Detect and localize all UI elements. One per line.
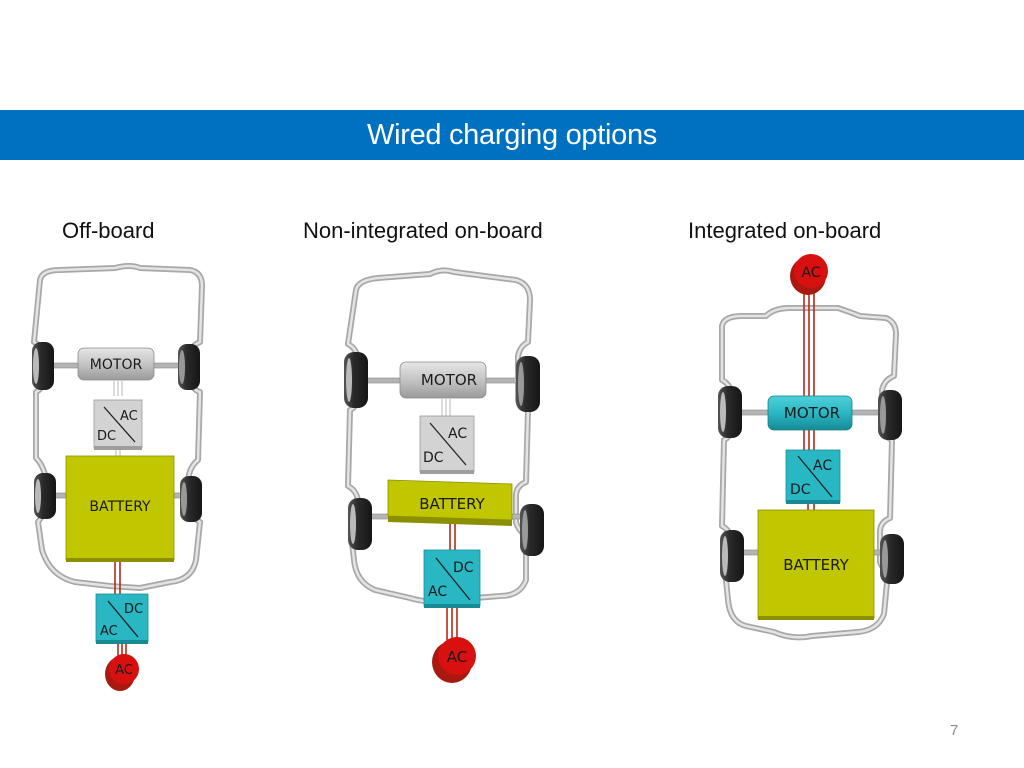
svg-text:DC: DC bbox=[97, 429, 116, 444]
motor-block: MOTOR bbox=[399, 361, 487, 399]
integrated-on-board-diagram: AC MOTOR AC DC BATTERY bbox=[718, 254, 904, 641]
svg-text:MOTOR: MOTOR bbox=[421, 371, 477, 389]
non-integrated-on-board-diagram: MOTOR AC DC BATTERY DC AC AC bbox=[344, 267, 544, 683]
svg-text:AC: AC bbox=[120, 409, 138, 424]
ac-source-icon: AC bbox=[105, 654, 139, 691]
wheel-icon bbox=[718, 386, 742, 438]
svg-text:BATTERY: BATTERY bbox=[89, 499, 151, 515]
svg-text:AC: AC bbox=[100, 624, 118, 639]
charging-cable bbox=[449, 524, 456, 550]
wheel-icon bbox=[32, 342, 54, 390]
motor-label: MOTOR bbox=[90, 357, 143, 373]
wheel-icon bbox=[520, 504, 544, 556]
label-integrated-on-board: Integrated on-board bbox=[688, 218, 882, 243]
motor-block: MOTOR bbox=[77, 347, 155, 381]
wheel-icon bbox=[880, 534, 904, 584]
svg-text:AC: AC bbox=[447, 648, 467, 666]
svg-text:BATTERY: BATTERY bbox=[783, 556, 849, 574]
svg-text:BATTERY: BATTERY bbox=[419, 495, 485, 513]
battery-block: BATTERY bbox=[65, 455, 175, 562]
svg-text:AC: AC bbox=[428, 584, 447, 600]
motor-block: MOTOR bbox=[767, 395, 853, 431]
charging-cable bbox=[114, 562, 121, 594]
slide-title: Wired charging options bbox=[367, 119, 657, 151]
wheel-icon bbox=[720, 530, 744, 582]
svg-text:AC: AC bbox=[448, 426, 467, 442]
label-non-integrated-on-board: Non-integrated on-board bbox=[303, 218, 543, 243]
svg-text:DC: DC bbox=[790, 482, 811, 498]
svg-text:AC: AC bbox=[801, 265, 820, 281]
ac-source-icon: AC bbox=[432, 637, 476, 683]
title-bar: Wired charging options bbox=[0, 110, 1024, 160]
charger-dc-ac-block: DC AC bbox=[95, 593, 149, 644]
wheel-icon bbox=[878, 390, 902, 440]
svg-text:AC: AC bbox=[115, 663, 133, 678]
inverter-ac-dc-block: AC DC bbox=[419, 415, 475, 474]
off-board-diagram: MOTOR AC DC BATTERY DC AC AC bbox=[31, 263, 205, 691]
page-number: 7 bbox=[950, 722, 959, 739]
svg-text:MOTOR: MOTOR bbox=[784, 404, 840, 422]
svg-text:DC: DC bbox=[453, 560, 474, 576]
wheel-icon bbox=[516, 356, 540, 412]
wheel-icon bbox=[180, 476, 202, 522]
label-off-board: Off-board bbox=[62, 218, 155, 243]
wheel-icon bbox=[178, 344, 200, 390]
inverter-ac-dc-block: AC DC bbox=[785, 449, 841, 504]
wheel-icon bbox=[348, 498, 372, 550]
svg-text:DC: DC bbox=[124, 602, 143, 617]
ac-source-icon: AC bbox=[790, 254, 828, 295]
battery-block: BATTERY bbox=[387, 479, 513, 526]
svg-text:DC: DC bbox=[423, 450, 444, 466]
wheel-icon bbox=[344, 352, 368, 408]
wheel-icon bbox=[34, 473, 56, 519]
charger-dc-ac-block: DC AC bbox=[423, 549, 481, 608]
battery-block: BATTERY bbox=[757, 509, 875, 620]
svg-text:AC: AC bbox=[813, 458, 832, 474]
inverter-ac-dc-block: AC DC bbox=[93, 399, 143, 450]
